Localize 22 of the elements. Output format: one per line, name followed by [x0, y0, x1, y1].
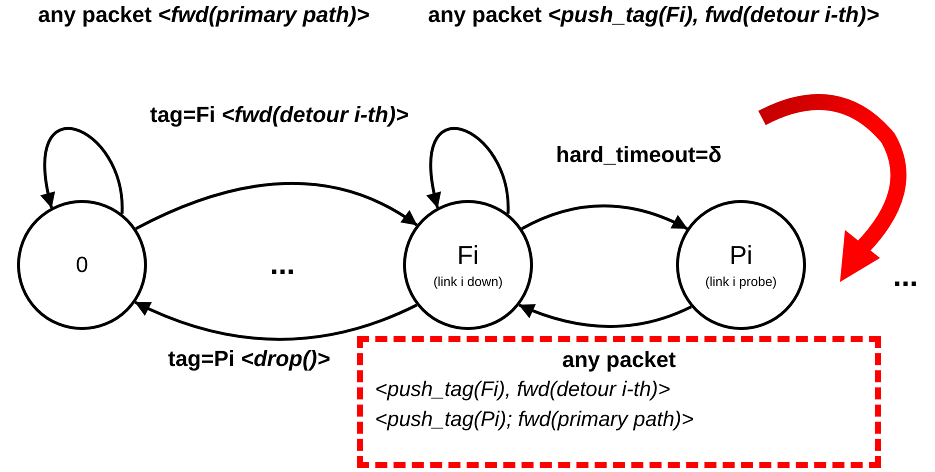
ellipsis: ...	[893, 262, 918, 292]
edge-label: any packet <fwd(primary path)>	[38, 1, 370, 29]
action-note-box	[357, 336, 881, 468]
state-name: Fi	[457, 240, 479, 270]
ellipsis: ...	[270, 250, 296, 280]
transition-arrow	[135, 182, 418, 230]
transition-arrow	[518, 304, 692, 328]
note-action: <push_tag(Pi); fwd(primary path)>	[375, 407, 694, 434]
transition-arrow	[521, 204, 688, 230]
state-description: (link i probe)	[705, 274, 777, 290]
edge-label: tag=Pi <drop()>	[168, 345, 330, 373]
state-name: Pi	[729, 240, 753, 270]
state-description: (link i down)	[433, 274, 503, 290]
edge-label: tag=Fi <fwd(detour i-th)>	[150, 101, 408, 129]
state-name: 0	[76, 252, 88, 278]
note-action: <push_tag(Fi), fwd(detour i-th)>	[375, 376, 670, 403]
edge-label: hard_timeout=δ	[556, 141, 722, 169]
transition-arrow	[134, 300, 418, 341]
transition-arrow	[427, 127, 510, 214]
transition-arrow	[41, 127, 124, 214]
note-heading: any packet	[562, 346, 676, 374]
edge-label: any packet <push_tag(Fi), fwd(detour i-th)>	[428, 1, 880, 29]
